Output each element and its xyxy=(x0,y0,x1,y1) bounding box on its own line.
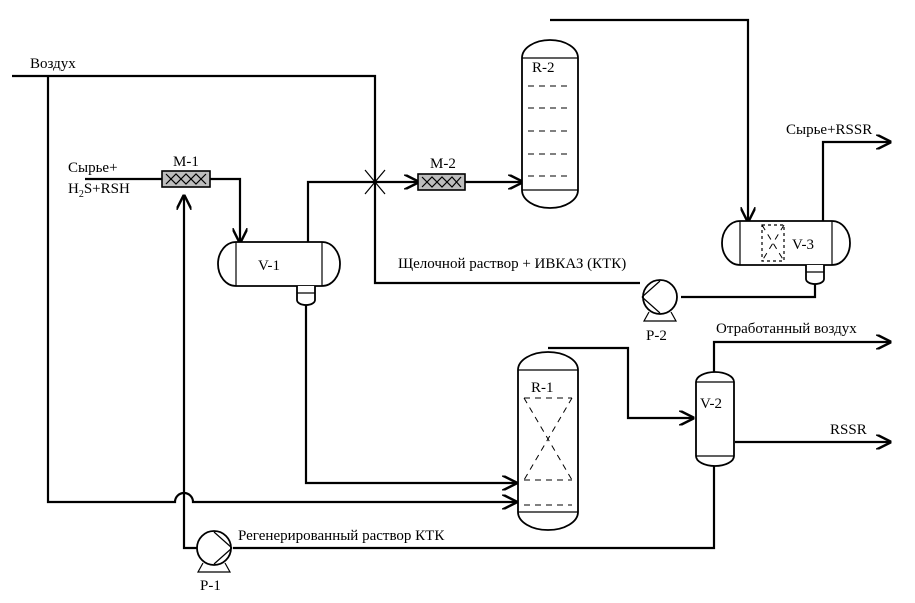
junction-cross xyxy=(364,169,386,195)
v3-to-p2-line xyxy=(681,283,817,299)
label-v3: V-3 xyxy=(792,237,814,253)
label-feed-line1: Сырье+ xyxy=(68,160,118,176)
label-m1: M-1 xyxy=(173,154,199,170)
label-p2: P-2 xyxy=(646,328,667,344)
label-v2: V-2 xyxy=(700,396,722,412)
air-to-r1-line xyxy=(46,76,516,502)
v3-product-line xyxy=(821,142,890,221)
mixer-m2 xyxy=(417,173,466,191)
stream-labels: Воздух Сырье+ H2S+RSH Сырье+RSSR Щелочно… xyxy=(30,56,872,544)
p1-to-m1-line xyxy=(184,196,197,550)
vessel-v3 xyxy=(721,220,851,285)
v1-to-m2-line xyxy=(306,182,418,242)
label-product-feed: Сырье+RSSR xyxy=(786,122,872,138)
label-r1: R-1 xyxy=(531,380,554,396)
label-p1: P-1 xyxy=(200,578,221,594)
reactor-r1 xyxy=(517,351,579,531)
vessel-v1 xyxy=(217,241,341,306)
label-rssr: RSSR xyxy=(830,422,867,438)
vessel-v2 xyxy=(695,371,735,467)
label-r2: R-2 xyxy=(532,60,555,76)
equipment-labels: M-1 M-2 V-1 V-3 R-2 R-1 V-2 P-1 P-2 xyxy=(173,60,814,594)
air-line xyxy=(12,74,640,285)
pipelines xyxy=(12,18,890,550)
mixer-m1 xyxy=(161,170,211,188)
reactor-r2 xyxy=(521,39,579,209)
label-spent-air: Отработанный воздух xyxy=(716,321,857,337)
label-v1: V-1 xyxy=(258,258,280,274)
v1-to-r1-line xyxy=(304,304,516,483)
label-feed-line2: H2S+RSH xyxy=(68,181,130,200)
label-m2: M-2 xyxy=(430,156,456,172)
label-regenerated: Регенерированный раствор КТК xyxy=(238,528,445,544)
spent-air-line xyxy=(712,342,890,374)
pump-p2 xyxy=(641,279,678,322)
r2-to-v3-line xyxy=(550,18,748,221)
r1-to-v2-line xyxy=(548,346,693,418)
m1-to-v1-line xyxy=(210,177,240,242)
v2-to-p1-line xyxy=(233,464,716,550)
pump-p1 xyxy=(196,530,233,573)
label-air: Воздух xyxy=(30,56,76,72)
label-alkaline: Щелочной раствор + ИВКАЗ (КТК) xyxy=(398,256,626,272)
